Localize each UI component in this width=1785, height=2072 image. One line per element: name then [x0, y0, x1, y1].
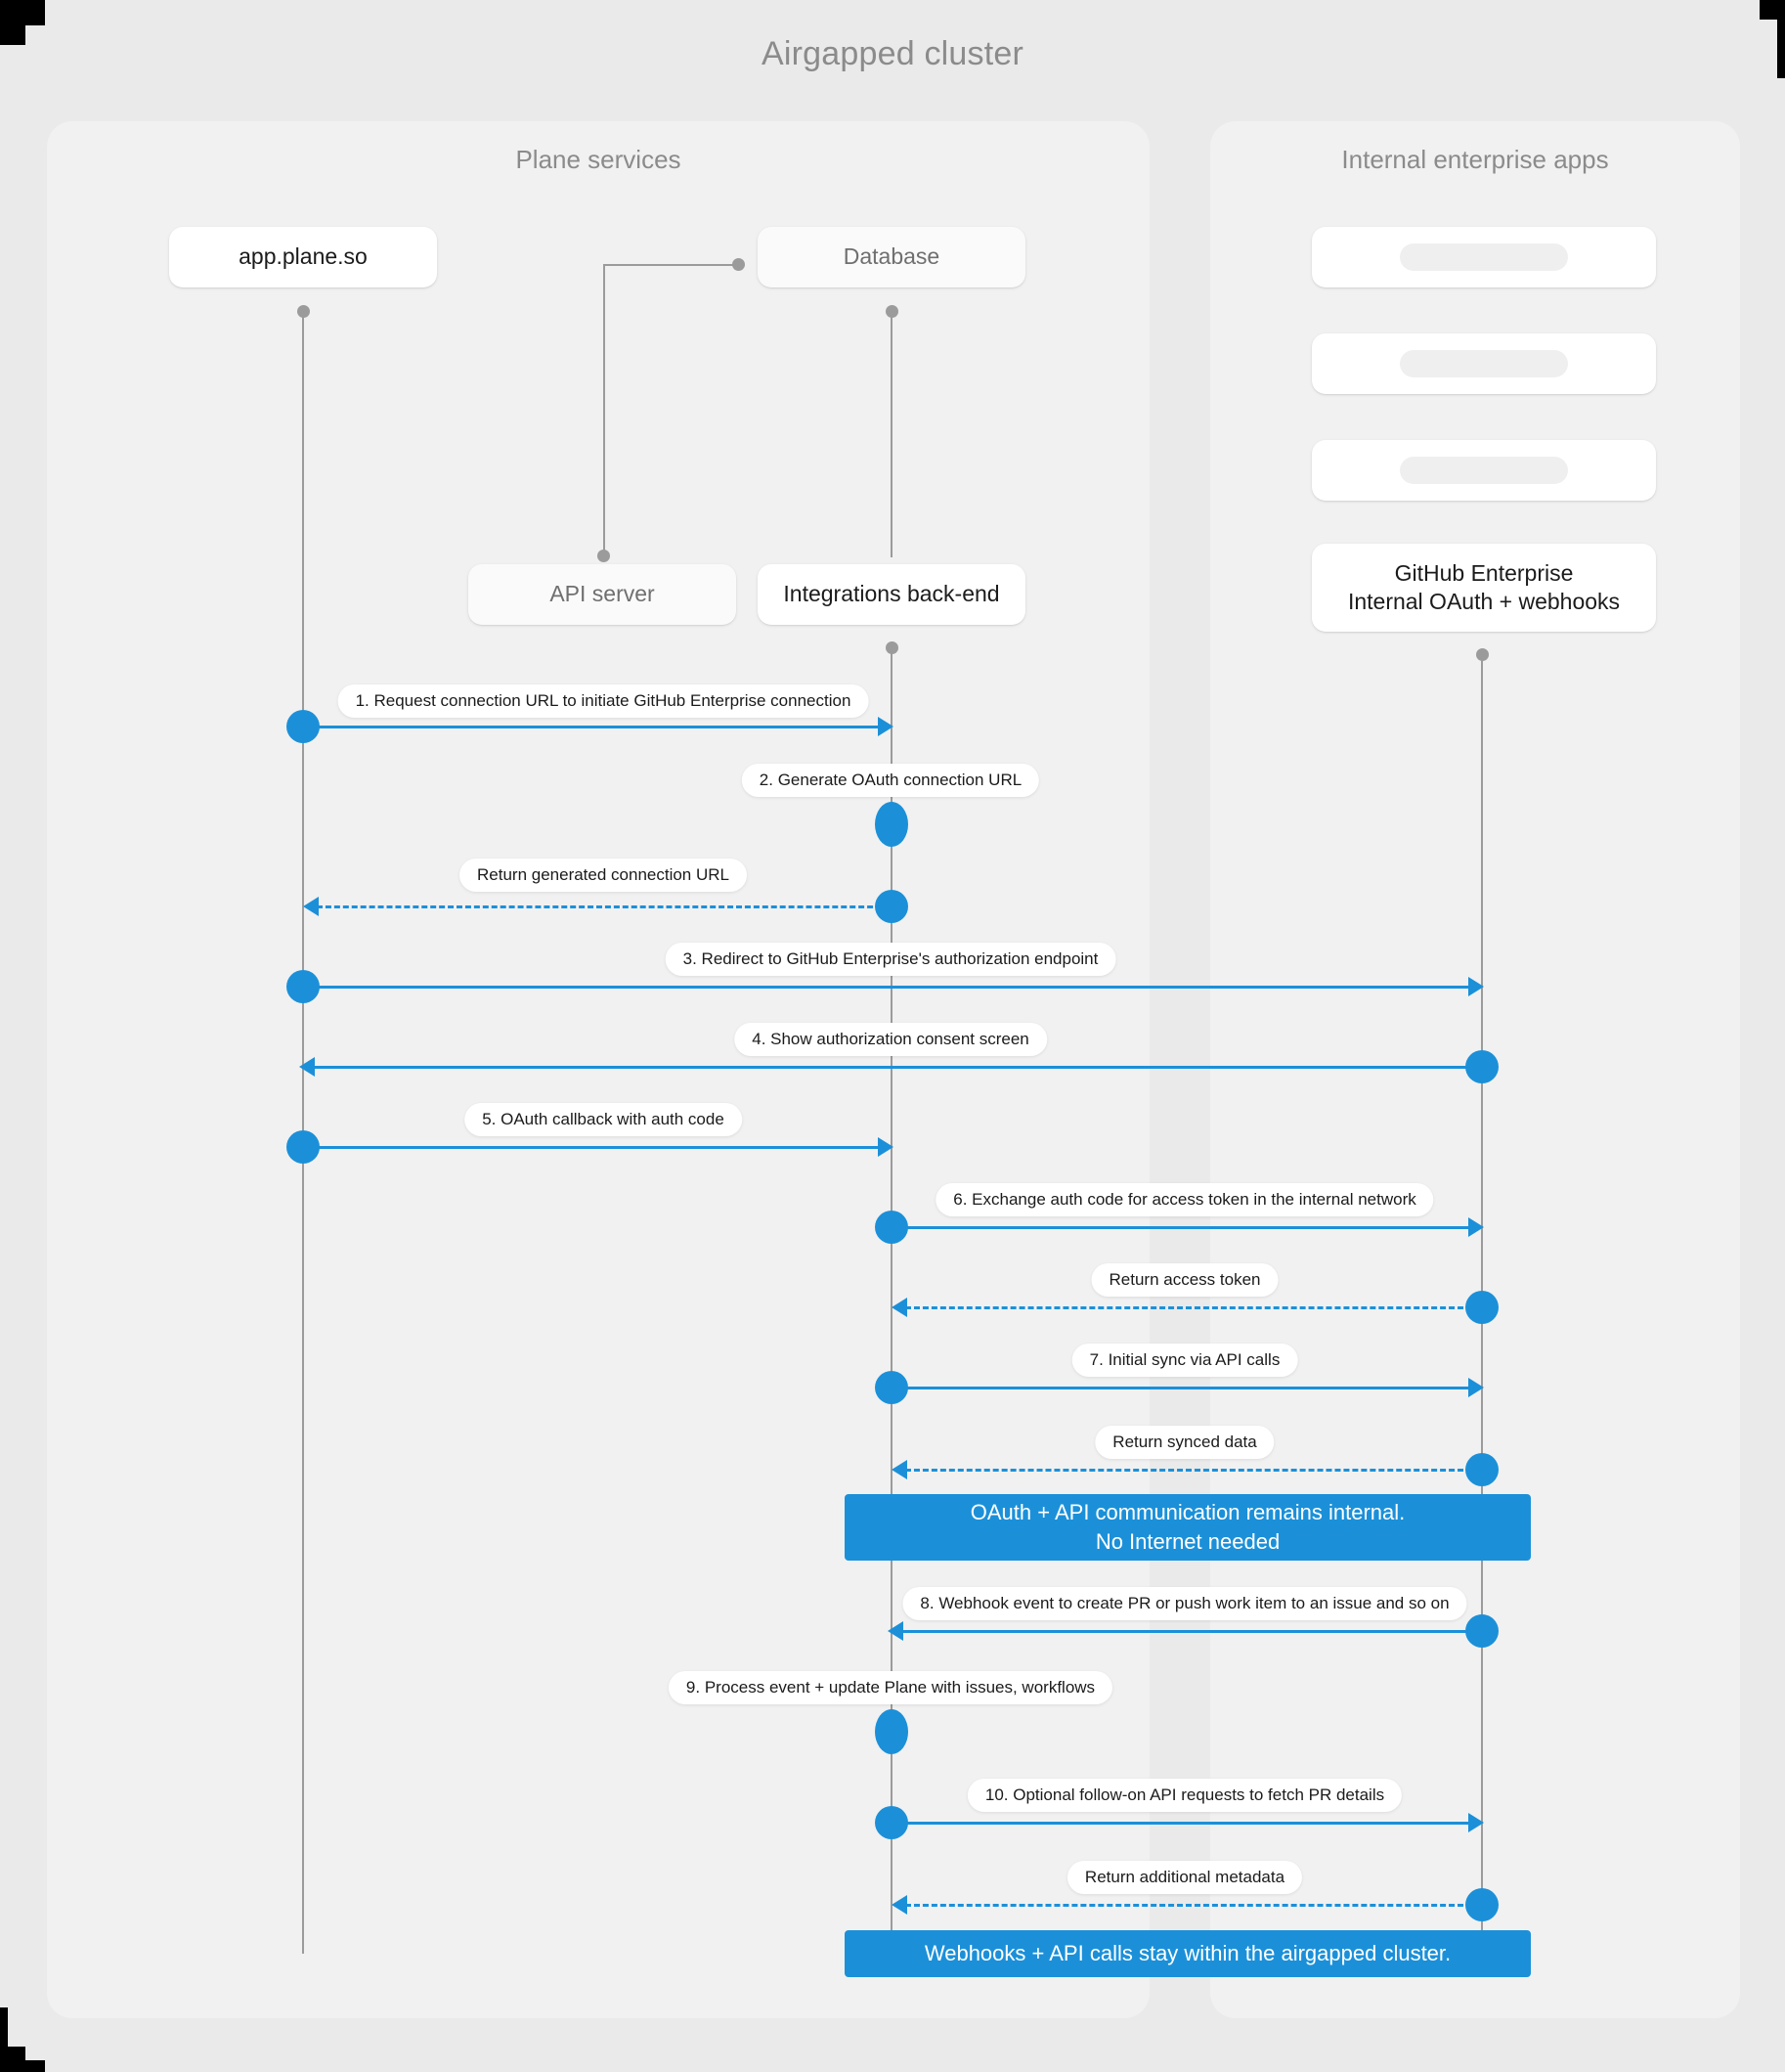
- message-arrow-m5: [299, 1057, 315, 1077]
- message-label-m8: Return access token: [1091, 1263, 1279, 1297]
- crop-mark-bottom-left-3: [0, 2007, 8, 2047]
- message-line-m13: [891, 1822, 1472, 1825]
- message-line-m14: [905, 1904, 1472, 1907]
- message-line-m11: [901, 1630, 1472, 1633]
- message-label-m3: Return generated connection URL: [459, 859, 747, 892]
- node-api-server-label: API server: [549, 581, 655, 607]
- message-line-m3: [317, 905, 882, 908]
- lifeline-database: [891, 311, 892, 557]
- note-banner-internal-communication: OAuth + API communication remains intern…: [845, 1494, 1531, 1561]
- message-line-m10: [905, 1469, 1472, 1472]
- connector-database-to-api-server-horizontal: [603, 264, 738, 266]
- message-arrow-m9: [1468, 1378, 1484, 1397]
- message-line-m6: [302, 1146, 883, 1149]
- placeholder-bar-2: [1400, 350, 1568, 377]
- node-app-plane-so-label: app.plane.so: [239, 243, 368, 270]
- connector-endpoint-dot-database: [732, 258, 745, 271]
- node-github-enterprise-line1: GitHub Enterprise: [1394, 559, 1574, 586]
- message-label-m2: 2. Generate OAuth connection URL: [741, 764, 1040, 797]
- message-label-m14: Return additional metadata: [1067, 1861, 1303, 1894]
- node-github-enterprise[interactable]: GitHub Enterprise Internal OAuth + webho…: [1312, 544, 1656, 632]
- note-banner-airgapped-cluster: Webhooks + API calls stay within the air…: [845, 1930, 1531, 1977]
- message-line-m1: [302, 726, 883, 728]
- message-arrow-m14: [892, 1895, 907, 1915]
- panel-plane-services-title: Plane services: [515, 145, 681, 174]
- crop-mark-bottom-left: [0, 2047, 25, 2072]
- note-banner-2-line1: Webhooks + API calls stay within the air…: [924, 1941, 1452, 1966]
- message-label-m1: 1. Request connection URL to initiate Gi…: [337, 684, 869, 718]
- message-label-m4: 3. Redirect to GitHub Enterprise's autho…: [665, 943, 1116, 976]
- connector-endpoint-dot-api-server: [597, 550, 610, 562]
- page-title: Airgapped cluster: [762, 35, 1023, 72]
- node-placeholder-3[interactable]: [1312, 440, 1656, 501]
- placeholder-bar-3: [1400, 457, 1568, 484]
- message-arrow-m10: [892, 1460, 907, 1479]
- message-arrow-m6: [878, 1137, 893, 1157]
- message-label-m13: 10. Optional follow-on API requests to f…: [967, 1779, 1403, 1812]
- message-label-m7: 6. Exchange auth code for access token i…: [936, 1183, 1434, 1216]
- message-label-m12: 9. Process event + update Plane with iss…: [668, 1671, 1113, 1704]
- note-banner-1-line1: OAuth + API communication remains intern…: [970, 1500, 1406, 1525]
- message-self-dot-m2: [875, 802, 908, 847]
- message-line-m8: [905, 1306, 1472, 1309]
- crop-mark-bottom-left-2: [25, 2060, 45, 2072]
- message-line-m9: [891, 1387, 1472, 1389]
- node-app-plane-so[interactable]: app.plane.so: [169, 227, 437, 287]
- node-database-label: Database: [843, 243, 940, 270]
- placeholder-bar-1: [1400, 243, 1568, 271]
- node-database[interactable]: Database: [758, 227, 1025, 287]
- message-arrow-m11: [888, 1621, 903, 1641]
- message-line-m5: [313, 1066, 1472, 1069]
- node-placeholder-1[interactable]: [1312, 227, 1656, 287]
- node-integrations-backend[interactable]: Integrations back-end: [758, 564, 1025, 625]
- message-label-m9: 7. Initial sync via API calls: [1071, 1344, 1298, 1377]
- message-label-m6: 5. OAuth callback with auth code: [464, 1103, 742, 1136]
- node-github-enterprise-line2: Internal OAuth + webhooks: [1347, 589, 1621, 614]
- message-self-dot-m12: [875, 1709, 908, 1754]
- message-line-m4: [302, 986, 1472, 989]
- message-label-m11: 8. Webhook event to create PR or push wo…: [902, 1587, 1467, 1620]
- node-integrations-backend-label: Integrations back-end: [783, 581, 1000, 607]
- message-arrow-m1: [878, 717, 893, 736]
- message-arrow-m4: [1468, 977, 1484, 996]
- note-banner-1-line2: No Internet needed: [1095, 1529, 1281, 1554]
- node-placeholder-2[interactable]: [1312, 333, 1656, 394]
- panel-internal-enterprise-apps-title: Internal enterprise apps: [1341, 145, 1609, 174]
- message-line-m7: [891, 1226, 1472, 1229]
- crop-mark-top-right: [1760, 0, 1785, 20]
- crop-mark-top-left-2: [0, 25, 25, 45]
- message-label-m10: Return synced data: [1095, 1426, 1275, 1459]
- message-arrow-m8: [892, 1298, 907, 1317]
- crop-mark-top-right-2: [1777, 20, 1785, 78]
- message-arrow-m7: [1468, 1217, 1484, 1237]
- crop-mark-top-left: [0, 0, 45, 25]
- node-api-server[interactable]: API server: [468, 564, 736, 625]
- panel-plane-services: Plane services: [47, 121, 1150, 2018]
- connector-database-to-api-server-vertical: [603, 264, 605, 555]
- message-arrow-m13: [1468, 1813, 1484, 1832]
- message-label-m5: 4. Show authorization consent screen: [734, 1023, 1047, 1056]
- message-arrow-m3: [303, 897, 319, 916]
